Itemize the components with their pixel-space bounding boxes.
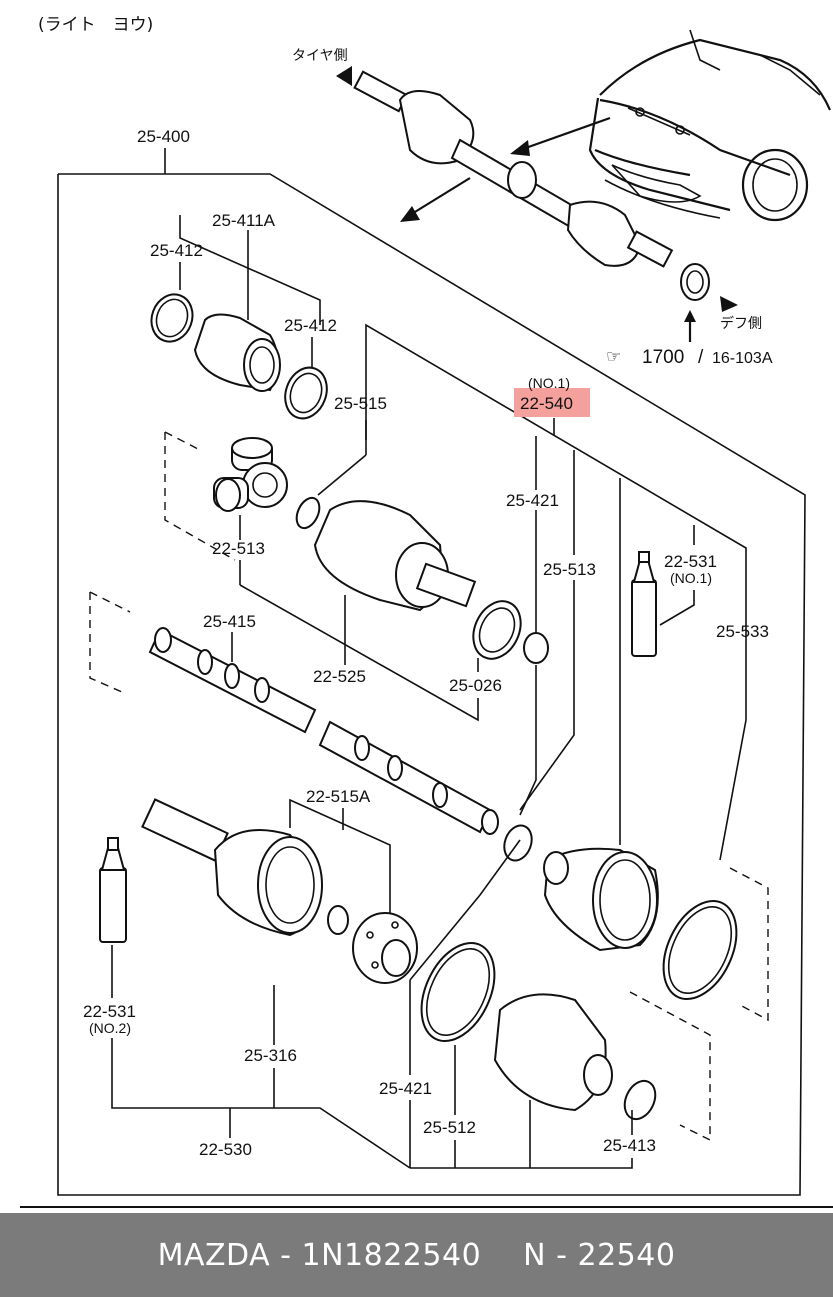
label-25-421a: 25-421: [506, 491, 559, 510]
label-25-513: 25-513: [543, 560, 596, 579]
boot-band-25-512: [420, 941, 496, 1043]
car-front-illustration: [588, 29, 832, 222]
ref-sub: 16-103A: [712, 350, 773, 367]
label-25-533: 25-533: [716, 622, 769, 641]
label-no2-531: (NO.2): [89, 1020, 131, 1036]
label-22-513: 22-513: [212, 539, 265, 558]
inner-race-22-515A: [352, 912, 418, 984]
ref-slash: /: [698, 347, 704, 368]
seal-25-026: [472, 600, 522, 660]
tire-side-arrow: [336, 66, 352, 86]
label-25-412a: 25-412: [150, 241, 203, 260]
ring-25-316: [327, 905, 349, 935]
label-25-316: 25-316: [244, 1046, 297, 1065]
boot-25-513: [543, 847, 659, 952]
footer-part-number: MAZDA - 1N1822540: [157, 1237, 482, 1273]
snap-ring-25-515: [295, 496, 321, 530]
label-22-530: 22-530: [199, 1140, 252, 1159]
ref-main: 1700: [642, 347, 684, 368]
direction-arrow: [409, 177, 471, 216]
hand-pointer-icon: ☞: [606, 347, 621, 367]
label-22-515A: 22-515A: [306, 787, 371, 806]
label-25-400: 25-400: [137, 127, 190, 146]
label-22-525: 22-525: [313, 667, 366, 686]
boot-band-25-412b: [284, 366, 328, 420]
diff-side-label: デフ側: [720, 315, 762, 332]
tripod-joint-22-513: [213, 437, 288, 512]
label-25-515: 25-515: [334, 394, 387, 413]
label-25-413: 25-413: [603, 1136, 656, 1155]
grease-tube-22-531-no2: [99, 837, 127, 943]
outer-housing-22-525: [313, 500, 477, 612]
label-25-512: 25-512: [423, 1118, 476, 1137]
label-25-026: 25-026: [449, 676, 502, 695]
boot-band-25-533: [662, 899, 738, 1001]
footer-bar: MAZDA - 1N1822540 N - 22540: [0, 1213, 833, 1297]
label-22-540: 22-540: [520, 394, 573, 413]
label-22-531a: 22-531: [664, 552, 717, 571]
highlight-22-540: [514, 388, 590, 417]
label-22-531b: 22-531: [83, 1002, 136, 1021]
exploded-parts-diagram: (ライト ヨウ) タイヤ側 デフ側 ☞ 17: [38, 15, 832, 1196]
grease-tube-22-531-no1: [631, 551, 657, 657]
diagram-header: (ライト ヨウ): [38, 15, 153, 35]
complete-drive-shaft: [353, 70, 710, 301]
ring-25-421a: [523, 632, 549, 664]
label-25-421b: 25-421: [379, 1079, 432, 1098]
boot-band-25-412a: [150, 293, 194, 343]
shaft-25-415: [148, 627, 499, 835]
label-no1-531: (NO.1): [670, 570, 712, 586]
boot-25-413-assembly: [493, 993, 657, 1121]
pointer-arrow: [519, 116, 611, 152]
label-25-411A: 25-411A: [212, 211, 276, 230]
assembly-outline: [57, 173, 806, 1196]
footer-divider: [20, 1206, 833, 1208]
footer-alt-number: N - 22540: [523, 1237, 676, 1273]
label-25-412b: 25-412: [284, 316, 337, 335]
outer-joint-22-515A: [141, 798, 323, 937]
label-25-415: 25-415: [203, 612, 256, 631]
label-no1-top: (NO.1): [528, 375, 570, 391]
tire-side-label: タイヤ側: [292, 48, 348, 64]
boot-25-411A: [193, 313, 281, 392]
diff-side-arrow: [720, 296, 738, 312]
